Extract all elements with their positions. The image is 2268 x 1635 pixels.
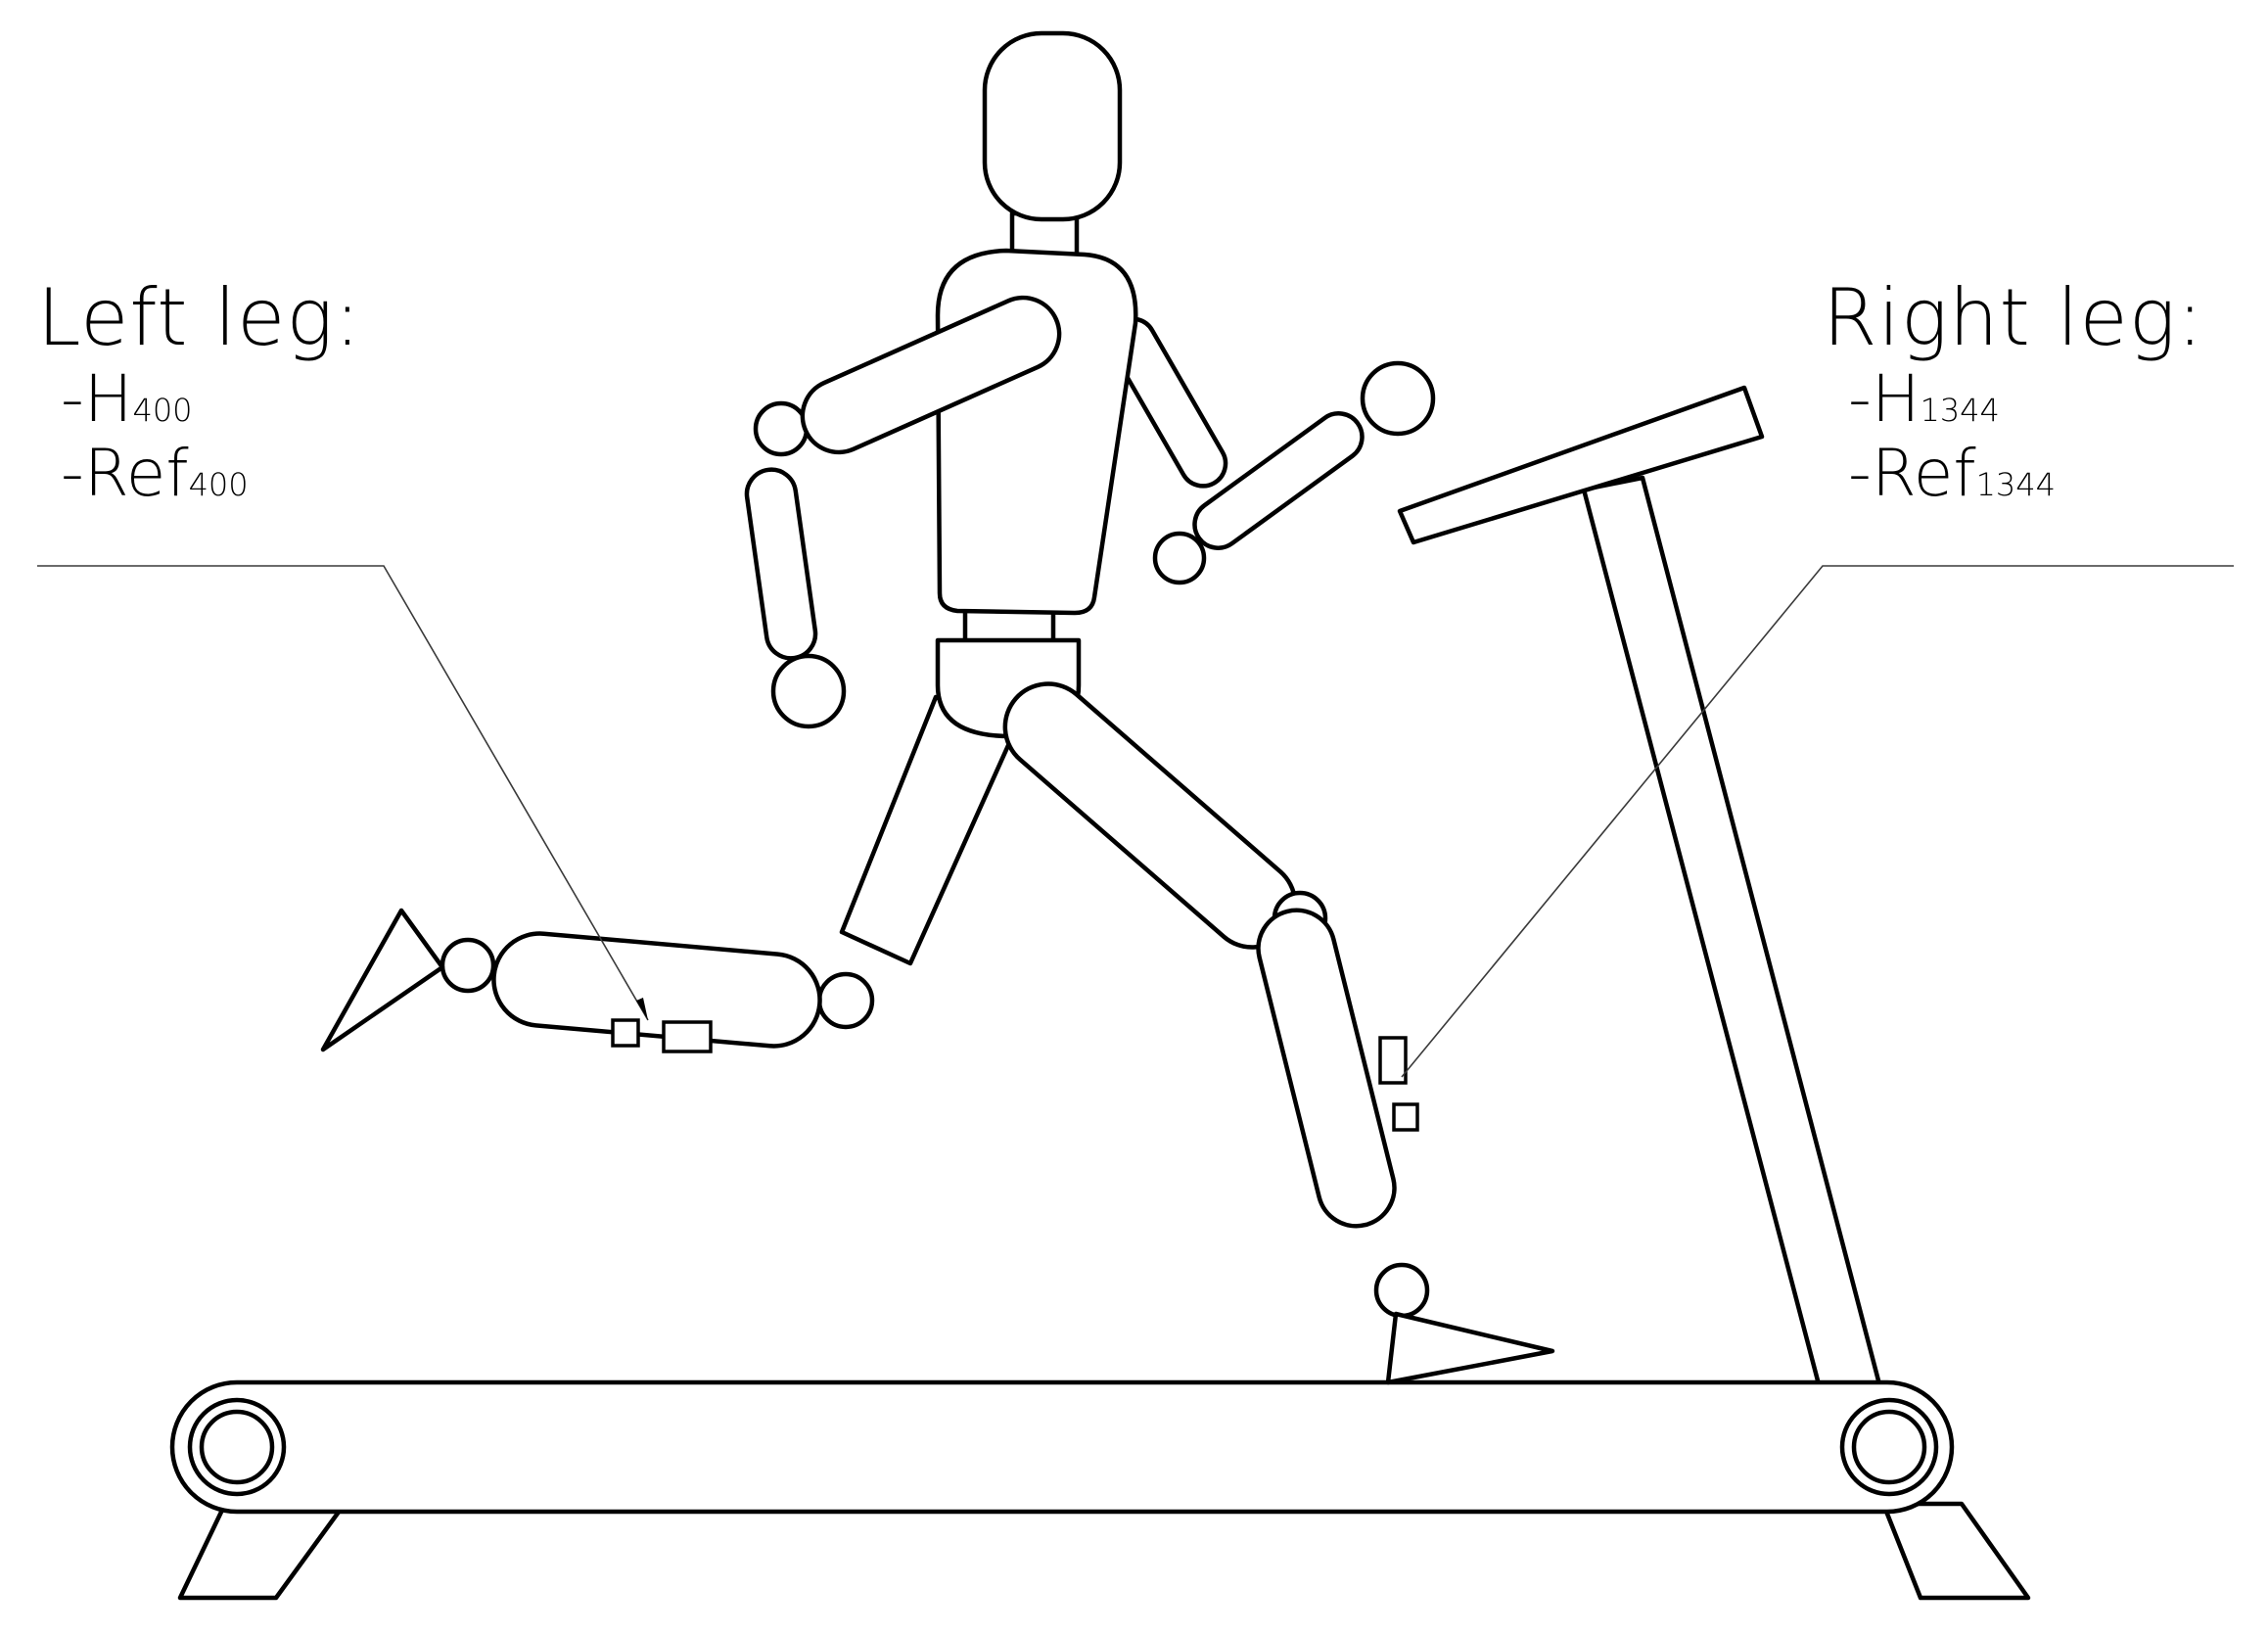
left-leg-title: Left leg: xyxy=(37,272,362,363)
left-leg-h-subscript: 400 xyxy=(132,392,193,429)
right-leg-title: Right leg: xyxy=(1823,272,2204,363)
right-leg-h-subscript: 1344 xyxy=(1920,392,2000,429)
right-shin xyxy=(1256,908,1397,1229)
right-leg xyxy=(1002,681,1555,1385)
left-leg-h-line: -H400 xyxy=(37,367,361,432)
right-thigh xyxy=(1002,681,1298,950)
back-elbow-joint xyxy=(1152,531,1207,585)
left-ankle-joint xyxy=(440,937,496,994)
runner xyxy=(320,30,1555,1385)
front-forearm xyxy=(744,467,818,661)
right-shin-sensor-1 xyxy=(1378,1036,1408,1085)
left-shin-sensor-1 xyxy=(611,1018,640,1048)
right-ankle-joint xyxy=(1373,1262,1430,1319)
right-leg-ref-prefix: -Ref xyxy=(1848,436,1976,511)
left-leg xyxy=(320,694,1017,1053)
head xyxy=(982,30,1123,222)
back-hand xyxy=(1360,360,1436,437)
left-shin xyxy=(491,931,822,1049)
treadmill-rear-leg xyxy=(1880,1501,2031,1601)
left-leader-arrowhead xyxy=(636,998,648,1020)
leader-lines xyxy=(37,565,2234,1078)
left-leg-ref-prefix: -Ref xyxy=(61,436,189,511)
left-leg-label: Left leg: -H400 -Ref400 xyxy=(37,279,361,506)
right-leg-ref-subscript: 1344 xyxy=(1975,466,2056,503)
front-upper-arm xyxy=(800,295,1062,455)
left-leader-line xyxy=(37,565,649,1021)
front-arm xyxy=(744,295,1062,729)
treadmill-front-leg xyxy=(177,1501,347,1601)
right-leg-label: Right leg: -H1344 -Ref1344 xyxy=(1823,279,2204,506)
right-leg-ref-line: -Ref1344 xyxy=(1823,442,2204,506)
left-foot xyxy=(320,908,445,1052)
treadmill xyxy=(169,385,2031,1601)
treadmill-upright xyxy=(1581,475,1882,1387)
left-leg-ref-subscript: 400 xyxy=(188,466,249,503)
front-hand xyxy=(770,653,847,729)
right-leg-h-line: -H1344 xyxy=(1823,367,2204,432)
treadmill-front-roller-inner xyxy=(199,1409,275,1485)
right-leg-h-prefix: -H xyxy=(1848,361,1921,437)
back-arm xyxy=(1107,316,1436,585)
front-elbow-joint xyxy=(753,400,810,457)
treadmill-console xyxy=(1397,385,1765,545)
right-shin-sensor-2 xyxy=(1392,1102,1419,1132)
left-shin-sensor-2 xyxy=(662,1020,713,1053)
right-foot xyxy=(1385,1311,1555,1385)
treadmill-belt xyxy=(169,1379,1955,1515)
back-forearm xyxy=(1192,411,1365,550)
treadmill-rear-roller-inner xyxy=(1851,1409,1927,1485)
left-knee-joint xyxy=(816,971,875,1030)
left-leg-ref-line: -Ref400 xyxy=(37,442,361,506)
left-leg-h-prefix: -H xyxy=(61,361,133,437)
right-leader-line xyxy=(1401,565,2234,1078)
